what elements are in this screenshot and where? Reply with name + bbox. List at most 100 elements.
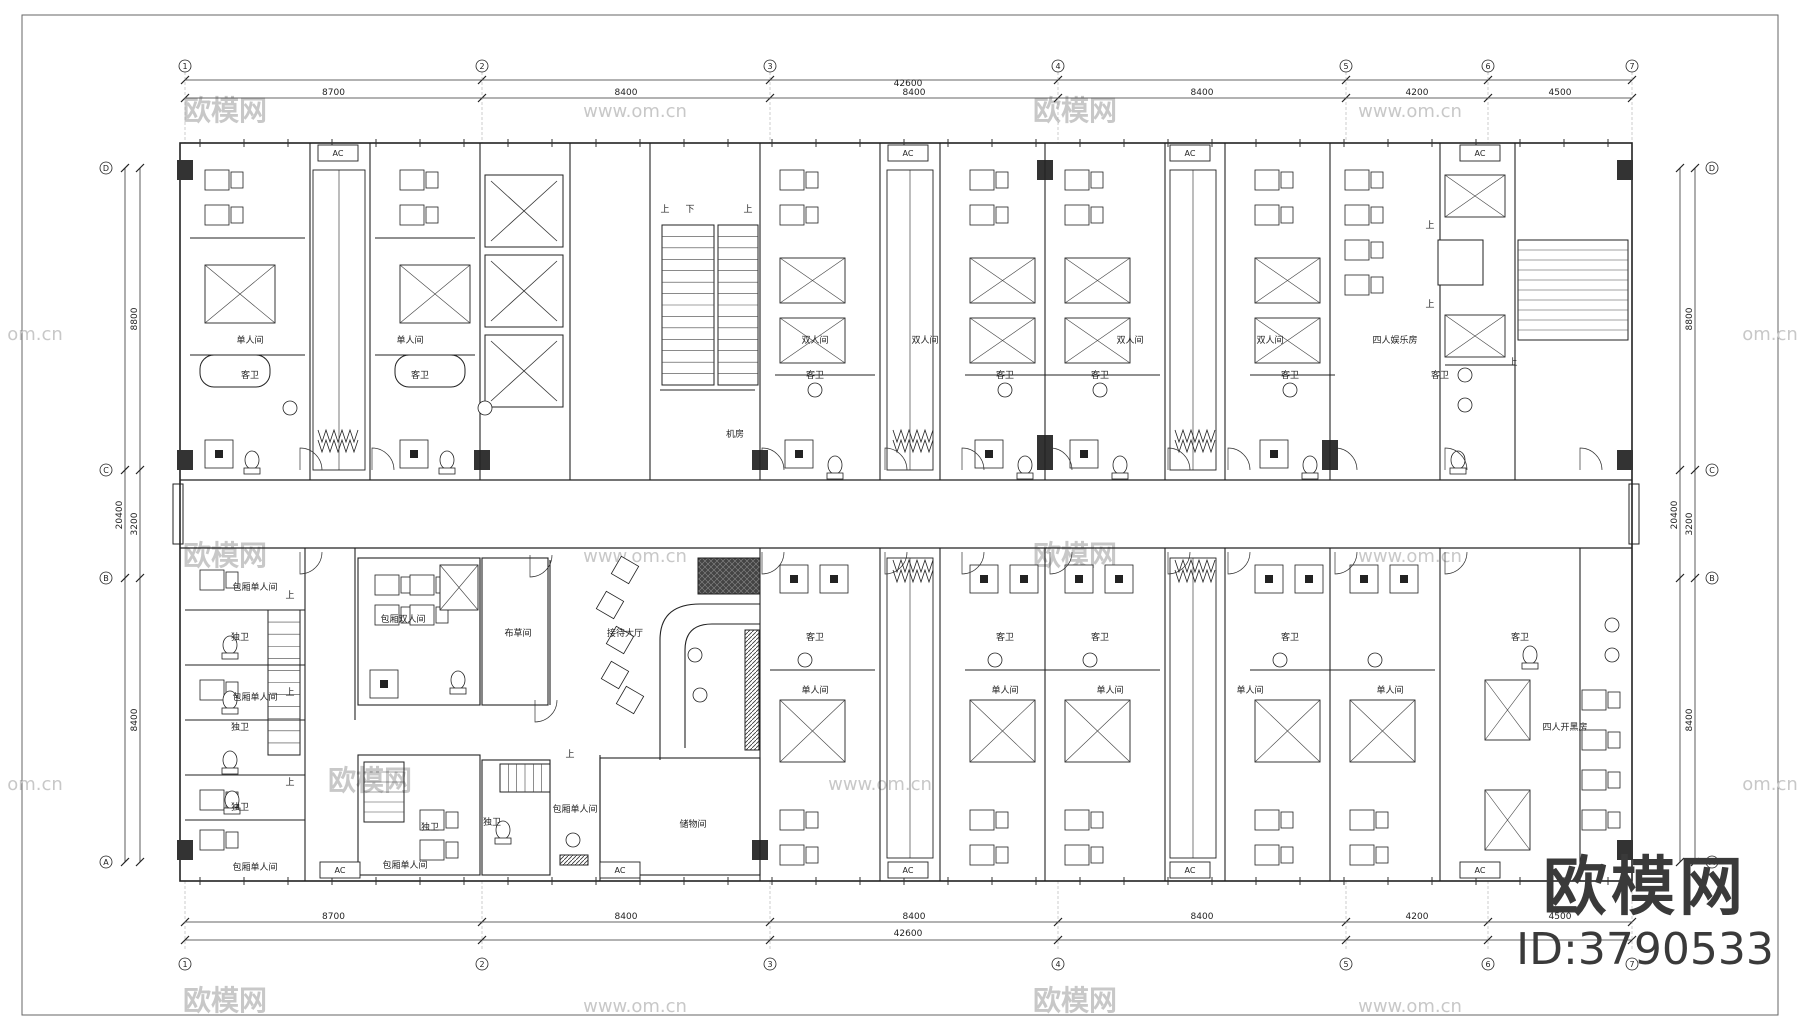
desk-chair [399, 169, 425, 191]
desk-chair [1581, 729, 1607, 751]
ac-label: AC [903, 149, 914, 158]
room-label-bottom: 单人间 [991, 684, 1018, 696]
toilet-tank [223, 807, 241, 815]
grid-bubble [1481, 957, 1495, 971]
dim-top-segment: 4500 [1549, 88, 1572, 98]
desk-chair [374, 574, 400, 596]
dim-tick [135, 465, 145, 475]
stair-up-label: 上 [1425, 299, 1434, 310]
toilet-tank [1111, 472, 1129, 480]
door-swing [299, 447, 323, 471]
dim-tick [120, 163, 130, 173]
private-bath-label: 独卫 [231, 801, 249, 813]
bed-diagonal [969, 257, 1036, 304]
desk-chair [199, 789, 225, 811]
grid-column-label: 5 [1343, 960, 1348, 969]
door-swing [1334, 551, 1358, 575]
room-label-top: 双人间 [801, 334, 828, 346]
desk-chair [1349, 844, 1375, 866]
watermark-url: www.om.cn [1358, 546, 1462, 567]
bath-label-top: 客卫 [1091, 369, 1109, 381]
dim-tick [1675, 573, 1685, 583]
basin [1272, 652, 1288, 668]
toilet-tank [494, 837, 512, 845]
desk-chair [419, 809, 445, 831]
dim-tick [135, 163, 145, 173]
dim-bottom-segment: 4500 [1549, 912, 1572, 922]
bed-diagonal [969, 699, 1036, 763]
private-bath-label: 独卫 [231, 721, 249, 733]
brand-logo: 欧模网 [1543, 851, 1747, 925]
basin [1282, 382, 1298, 398]
private-single-label: 包厢单人间 [552, 803, 597, 815]
watermark-url: om.cn [1742, 324, 1798, 345]
ac-unit [1459, 861, 1501, 879]
bath-label-top: 客卫 [1281, 369, 1299, 381]
private-room-label: 包厢单人间 [232, 691, 277, 703]
elevator-shaft [484, 174, 564, 248]
desk-chair [409, 604, 435, 626]
ac-label: AC [1475, 149, 1486, 158]
ac-label: AC [615, 866, 626, 875]
game-table [1437, 239, 1484, 286]
dim-tick [135, 573, 145, 583]
grid-bubble [99, 161, 113, 175]
structural-column [474, 450, 490, 470]
bed-diagonal [779, 699, 846, 763]
desk-monitor [805, 811, 819, 829]
grid-row-label: B [1709, 574, 1715, 583]
shower-drain [980, 575, 988, 583]
desk-chair [204, 169, 230, 191]
dim-left-total: 20400 [115, 500, 125, 529]
shower-drain [1075, 575, 1083, 583]
shower-drain [1080, 450, 1088, 458]
elevator-shaft [484, 334, 564, 408]
desk-monitor [425, 206, 439, 224]
toilet-tank [826, 472, 844, 480]
desk-monitor [805, 846, 819, 864]
desk-monitor [1280, 811, 1294, 829]
room-label-bottom: 单人间 [1096, 684, 1123, 696]
brand-watermark: 欧模网 ID:3790533 [1510, 852, 1780, 976]
basin [565, 832, 581, 848]
door-swing [534, 699, 558, 723]
stair-up-label: 上 [565, 749, 574, 760]
stair-up-label: 上 [285, 777, 294, 788]
grid-bubble [178, 957, 192, 971]
bath-label-bottom: 客卫 [1511, 631, 1529, 643]
ac-unit [1169, 861, 1211, 879]
ac-label: AC [1185, 866, 1196, 875]
door-swing [1167, 551, 1191, 575]
dim-top-segment: 8400 [1191, 88, 1214, 98]
grid-bubble [1625, 957, 1639, 971]
shower-drain [1020, 575, 1028, 583]
dim-bottom-segment: 8400 [1191, 912, 1214, 922]
basin [477, 400, 493, 416]
bathtub [394, 354, 466, 388]
desk-monitor [1370, 171, 1384, 189]
grid-bubble [1339, 957, 1353, 971]
lobby-chair [615, 685, 645, 715]
desk-monitor [995, 811, 1009, 829]
shower [1294, 564, 1324, 594]
shower-drain [410, 450, 418, 458]
watermark-url: www.om.cn [1358, 101, 1462, 122]
desk-monitor [1090, 171, 1104, 189]
basin [687, 647, 703, 663]
desk-chair [1064, 809, 1090, 831]
dim-tick [1675, 163, 1685, 173]
structural-column [177, 160, 193, 180]
watermark-url: om.cn [7, 774, 63, 795]
wardrobe [317, 428, 359, 444]
toilet [439, 450, 455, 470]
desk-monitor [1607, 771, 1621, 789]
toilet-tank [221, 767, 239, 775]
grid-column-label: 7 [1629, 960, 1634, 969]
toilet-tank [221, 707, 239, 715]
door-swing [1227, 551, 1251, 575]
grid-column-label: 2 [479, 62, 484, 71]
ac-unit [599, 861, 641, 879]
stair-up-label: 上 [660, 204, 669, 215]
toilet-tank [449, 687, 467, 695]
desk-monitor [230, 171, 244, 189]
